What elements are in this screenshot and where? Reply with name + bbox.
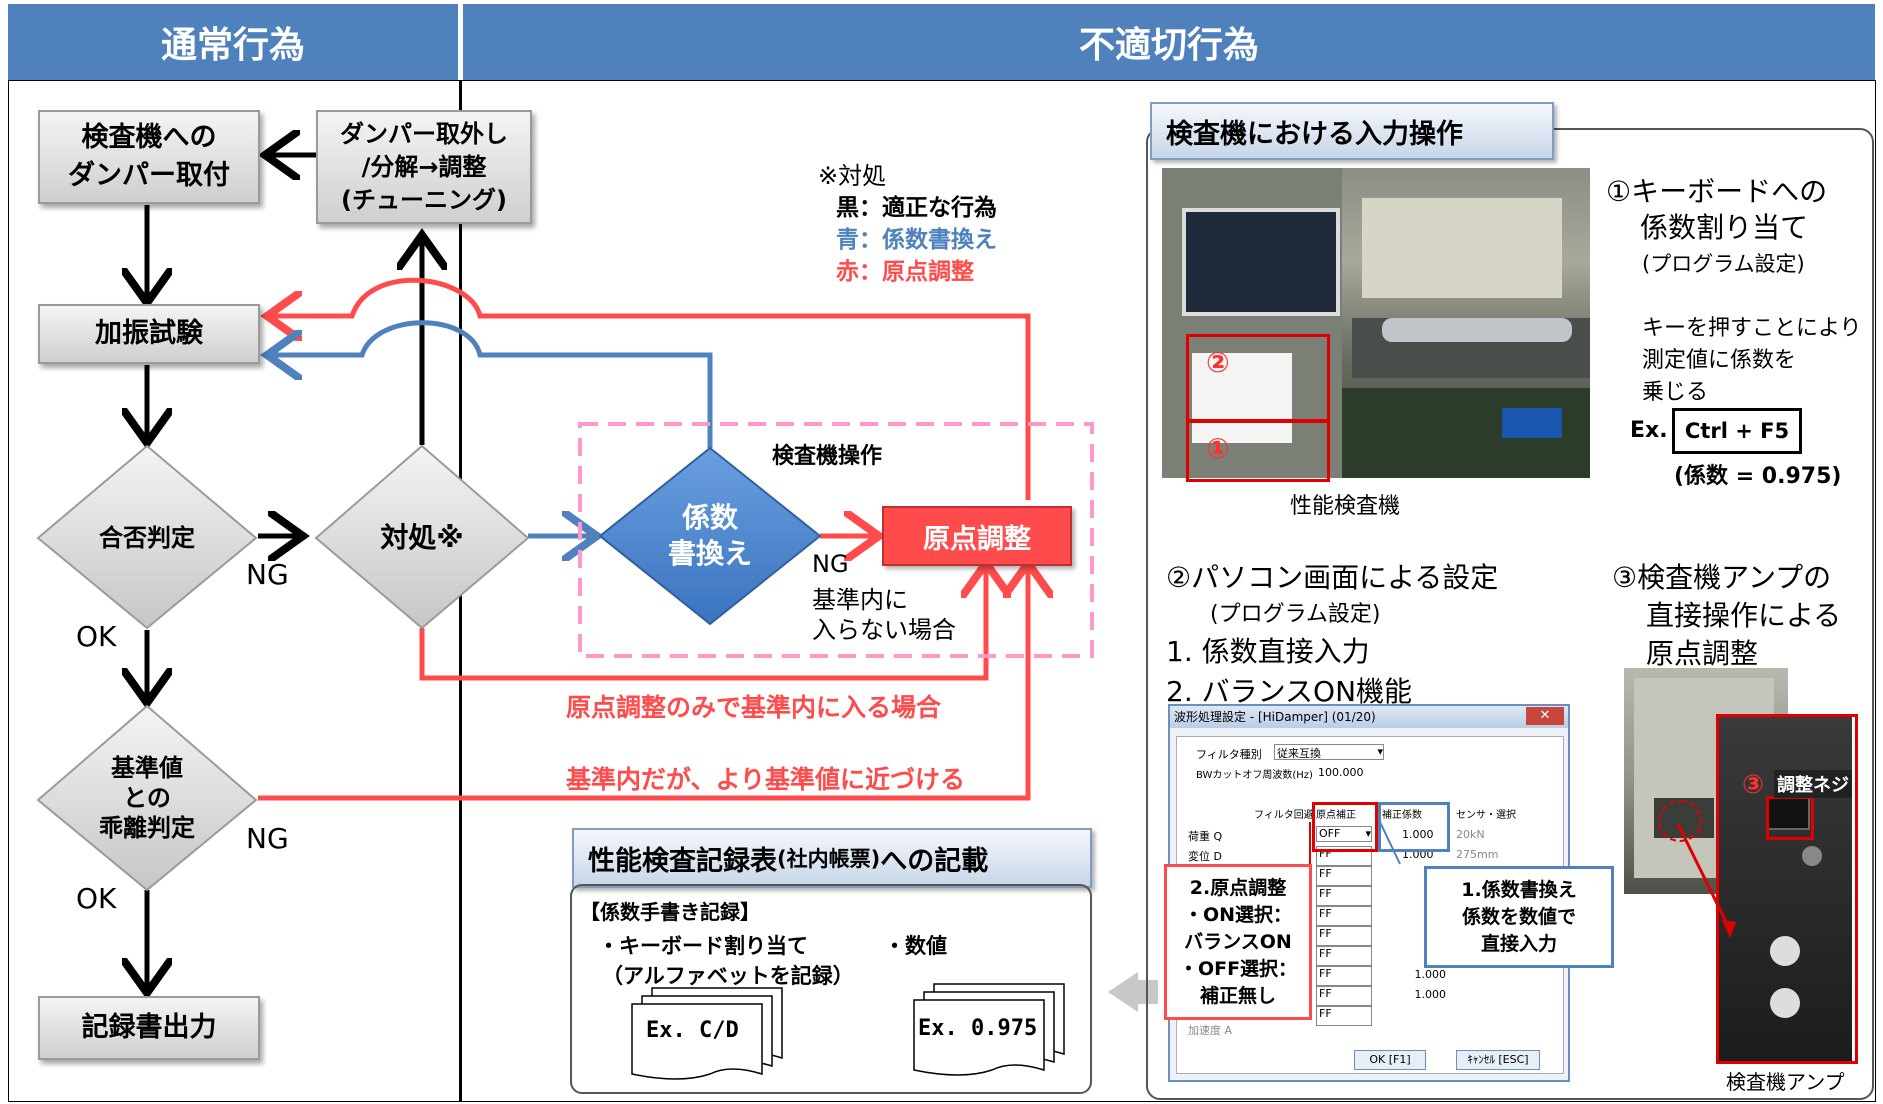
header-normal: 通常行為 xyxy=(8,4,458,80)
record-output-box: 記録書出力 xyxy=(38,996,260,1060)
handwritten-label: 【係数手書き記録】 xyxy=(580,900,760,924)
origin-callout: 2.原点調整 ・ON選択： バランスON ・OFF選択： 補正無し xyxy=(1164,864,1312,1020)
cutoff-value[interactable]: 100.000 xyxy=(1318,766,1364,779)
amp-title-1: ③検査機アンプの xyxy=(1612,561,1832,594)
marker-1: ① xyxy=(1206,432,1230,465)
action-diamond: 対処※ xyxy=(380,521,464,554)
kb-title-3: (プログラム設定) xyxy=(1642,252,1805,276)
marker-2: ② xyxy=(1206,346,1230,379)
note-closer-to-standard: 基準内だが、より基準値に近づける xyxy=(566,765,966,794)
document-stack-1 xyxy=(631,987,783,1080)
deviation-diamond: 基準値 との 乖離判定 xyxy=(99,754,195,842)
origin-adjust-box: 原点調整 xyxy=(882,506,1072,566)
amp-dashed-circle xyxy=(1658,800,1702,842)
coef-column-highlight xyxy=(1378,802,1450,852)
record-frame xyxy=(570,884,1092,1094)
last-row-label: 加速度 A xyxy=(1188,1024,1233,1037)
coefficient-callout: 1.係数書換え 係数を数値で 直接入力 xyxy=(1424,866,1614,968)
note-origin-only: 原点調整のみで基準内に入る場合 xyxy=(566,693,942,722)
kb-title-1: ①キーボードへの xyxy=(1606,175,1828,208)
cutoff-label: BWカットオフ周波数(Hz) xyxy=(1196,770,1313,781)
row-disp-label: 変位 D xyxy=(1188,850,1222,863)
ok-button[interactable]: OK [F1] xyxy=(1354,1050,1426,1070)
amp-screw-label: 調整ネジ xyxy=(1774,770,1852,798)
cancel-button[interactable]: ｷｬﾝｾﾙ [ESC] xyxy=(1456,1050,1540,1070)
kb-key-combo: Ctrl + F5 xyxy=(1672,408,1802,454)
col-coef: 補正係数 xyxy=(1382,810,1422,821)
record-title: 性能検査記録表(社内帳票)への記載 xyxy=(572,828,1092,888)
row-disp-sensor[interactable]: 275mm xyxy=(1456,848,1499,861)
dialog-titlebar: 波形処理設定 - [HiDamper] (01/20) xyxy=(1170,706,1568,728)
dialog-close-button[interactable]: ✕ xyxy=(1526,707,1564,725)
kb-desc-1: キーを押すことにより xyxy=(1642,316,1862,341)
tuning-box: ダンパー取外し /分解→調整 (チューニング) xyxy=(316,110,532,224)
callout-connectors xyxy=(1309,821,1401,865)
kb-desc-3: 乗じる xyxy=(1642,380,1709,405)
amp-title-2: 直接操作による xyxy=(1646,599,1842,632)
ok-label-pass: OK xyxy=(76,620,117,653)
origin-column-highlight xyxy=(1312,802,1378,852)
legend-black: 黒：適正な行為 xyxy=(836,195,997,221)
amp-title-3: 原点調整 xyxy=(1646,637,1759,670)
ng-note-line3: 入らない場合 xyxy=(812,616,956,644)
legend-blue: 青：係数書換え xyxy=(836,227,997,253)
keyboard-assign-note: （アルファベットを記録） xyxy=(602,964,854,988)
col-origin: 原点補正 xyxy=(1316,810,1356,821)
header-improper: 不適切行為 xyxy=(463,4,1875,80)
ng-note-line1: NG xyxy=(812,550,849,578)
marker-frame-1 xyxy=(1186,420,1330,482)
row-load-sensor[interactable]: 20kN xyxy=(1456,828,1485,841)
amp-pointer-line xyxy=(1676,823,1736,938)
pc-item-1: 1. 係数直接入力 xyxy=(1166,635,1370,668)
amp-caption: 検査機アンプ xyxy=(1726,1070,1845,1094)
install-damper-box: 検査機への ダンパー取付 xyxy=(38,110,260,204)
document-stack-2 xyxy=(913,983,1065,1076)
numeric-label: ・数値 xyxy=(884,934,947,958)
pc-title: ②パソコン画面による設定 xyxy=(1166,561,1499,594)
ng-label-pass: NG xyxy=(246,558,289,591)
row-load-label: 荷重 Q xyxy=(1188,830,1223,843)
amp-closeup-frame xyxy=(1716,714,1858,1064)
keyboard-assign-label: ・キーボード割り当て xyxy=(598,934,808,958)
row-load-origin-select[interactable]: OFF▾ xyxy=(1316,826,1372,842)
amp-screw-marker xyxy=(1766,796,1814,840)
ok-label-deviation: OK xyxy=(76,882,117,915)
col-filter: フィルタ回避 xyxy=(1254,810,1314,821)
doc-example-number: Ex. 0.975 xyxy=(918,1016,1038,1041)
doc-example-letters: Ex. C/D xyxy=(646,1018,739,1043)
filter-type-select[interactable]: 従来互換▾ xyxy=(1274,744,1384,760)
legend-title: ※対処 xyxy=(818,162,887,190)
kb-coefficient: (係数 = 0.975) xyxy=(1674,464,1842,489)
vibration-test-box: 加振試験 xyxy=(38,304,260,364)
photo-caption: 性能検査機 xyxy=(1290,494,1401,519)
row-load-coef[interactable]: 1.000 xyxy=(1402,828,1434,841)
pc-item-2: 2. バランスON機能 xyxy=(1166,675,1413,708)
coefficient-rewrite-diamond: 係数 書換え xyxy=(667,501,752,570)
pass-fail-diamond: 合否判定 xyxy=(99,524,195,552)
kb-desc-2: 測定値に係数を xyxy=(1642,348,1797,373)
marker-3: ③ xyxy=(1742,770,1765,800)
legend-red: 赤：原点調整 xyxy=(836,259,974,285)
pc-subtitle: (プログラム設定) xyxy=(1210,602,1381,627)
col-sensor: センサ・選択 xyxy=(1456,810,1516,821)
kb-title-2: 係数割り当て xyxy=(1640,211,1809,244)
input-panel-title: 検査機における入力操作 xyxy=(1150,102,1554,160)
machine-operation-label: 検査機操作 xyxy=(772,444,883,469)
filter-type-label: フィルタ種別 xyxy=(1196,748,1262,761)
ng-label-deviation: NG xyxy=(246,822,289,855)
ng-note-line2: 基準内に xyxy=(812,586,908,614)
kb-ex-label: Ex. xyxy=(1630,418,1668,443)
inspection-machine-photo xyxy=(1162,168,1590,478)
